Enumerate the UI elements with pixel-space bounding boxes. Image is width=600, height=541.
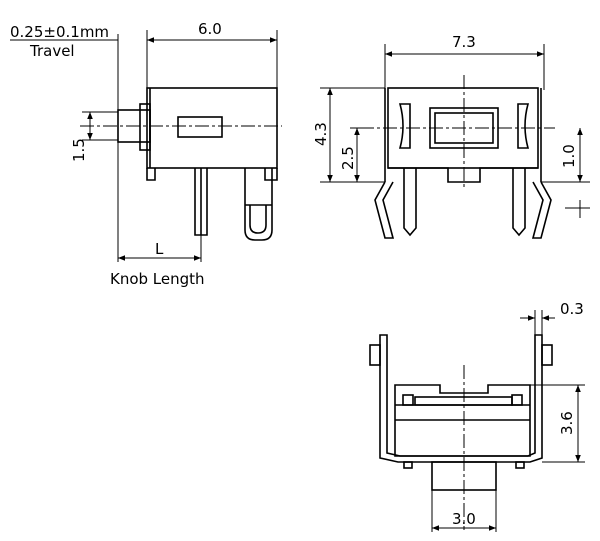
dim-front-center: 2.5 xyxy=(339,146,357,170)
dim-gap: 0.3 xyxy=(560,300,584,318)
travel-value: 0.25±0.1mm xyxy=(10,23,109,41)
right-leg xyxy=(531,181,552,239)
mount-leg xyxy=(244,168,273,241)
dim-knob: L xyxy=(155,240,164,258)
left-pin xyxy=(403,168,417,237)
knob-length-label: Knob Length xyxy=(110,270,205,288)
dim-front-height: 4.3 xyxy=(312,122,330,146)
right-slot xyxy=(517,103,530,149)
dim-width: 6.0 xyxy=(198,20,222,38)
bottom-view: 0.3 3.6 3.0 xyxy=(369,300,585,532)
bracket-frame xyxy=(379,334,543,463)
front-view: 7.3 4.3 2.5 1.0 xyxy=(312,33,590,239)
dim-bottom-width: 3.0 xyxy=(452,510,476,528)
left-leg xyxy=(374,181,395,239)
slider-slot xyxy=(177,116,223,138)
side-view: 0.25±0.1mm Travel 6.0 1.5 L xyxy=(10,20,282,288)
dim-bottom-height: 3.6 xyxy=(558,411,576,435)
left-slot xyxy=(398,103,411,149)
dim-front-offset: 1.0 xyxy=(560,144,578,168)
dim-front-width: 7.3 xyxy=(452,33,476,51)
dim-height: 1.5 xyxy=(70,138,88,162)
right-pin xyxy=(512,168,526,237)
travel-label: Travel xyxy=(29,42,75,60)
bottom-body xyxy=(394,384,531,457)
switch-body xyxy=(146,87,278,169)
